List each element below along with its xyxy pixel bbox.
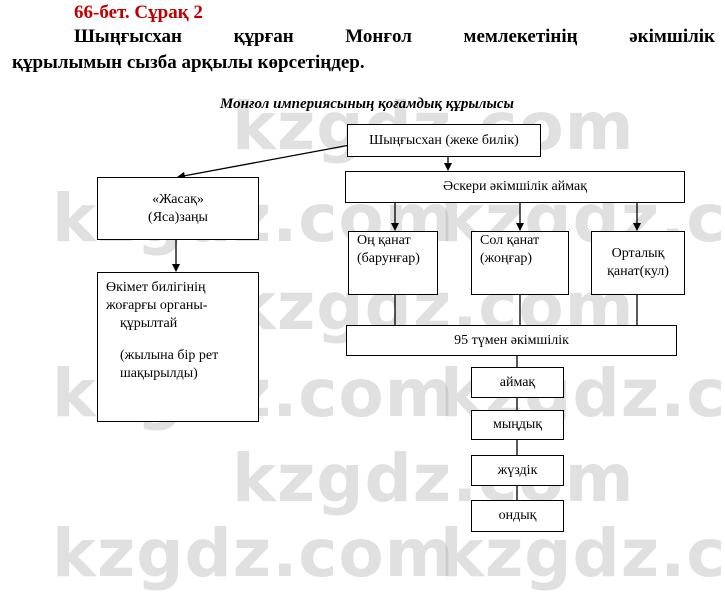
law-line: (Яса)заңы [148,209,208,225]
left-wing-line: Сол қанат [480,233,540,248]
question-word: әкімшілік [629,26,715,47]
government-line: жоғарғы органы- [106,298,208,313]
question-line-1: Шыңғысхан құрған Монғол мемлекетінің әкі… [74,26,715,48]
government-note-line: (жылына бір рет [120,348,219,363]
right-wing-line: (барунғар) [357,251,420,266]
right-wing-box: Оң қанат (барунғар) [348,231,438,295]
left-wing-line: (жоңғар) [480,251,533,266]
government-line: құрылтай [120,316,178,331]
unit-box-aimak: аймақ [471,367,564,398]
unit-box-myndyk: мыңдық [471,410,564,440]
unit-box-zhuzdik: жүздік [471,455,564,486]
center-wing-box: Орталық қанат(кул) [591,231,685,295]
arrow-top-to-law [177,144,351,180]
tumen-label: 95 түмен әкімшілік [454,332,569,348]
center-wing-line: Орталық [611,246,665,261]
law-line: «Жасақ» [152,191,204,207]
tumen-box: 95 түмен әкімшілік [346,325,677,356]
left-wing-box: Сол қанат (жоңғар) [471,231,569,295]
question-word: Монғол [345,26,412,47]
unit-label: ондық [498,508,537,523]
unit-box-ondyk: ондық [471,500,564,532]
government-note-line: шақырылды) [120,366,198,381]
government-line: Өкімет билігінің [106,280,206,295]
diagram-connectors [172,144,641,500]
government-box: Өкімет билігінің жоғарғы органы- құрылта… [97,272,259,422]
question-line-2: құрылымын сызба арқылы көрсетіңдер. [12,52,365,73]
diagram-title: Монғол империясының қоғамдық құрылысы [220,96,514,112]
top-box-genghis: Шыңғысхан (жеке билік) [347,124,541,157]
page-title: 66-бет. Сұрақ 2 [74,2,203,23]
question-word: құрған [233,26,294,47]
military-box: Әскери әкімшілік аймақ [345,171,685,203]
unit-label: мыңдық [492,417,543,432]
right-wing-line: Оң қанат [357,233,411,248]
military-label: Әскери әкімшілік аймақ [442,179,588,194]
question-word: мемлекетінің [463,26,578,47]
unit-label: жүздік [497,462,538,478]
top-box-label: Шыңғысхан (жеке билік) [369,132,519,148]
question-word: Шыңғысхан [74,26,182,47]
center-wing-line: қанат(кул) [607,264,669,279]
law-box: «Жасақ» (Яса)заңы [97,177,259,240]
unit-label: аймақ [499,374,536,390]
